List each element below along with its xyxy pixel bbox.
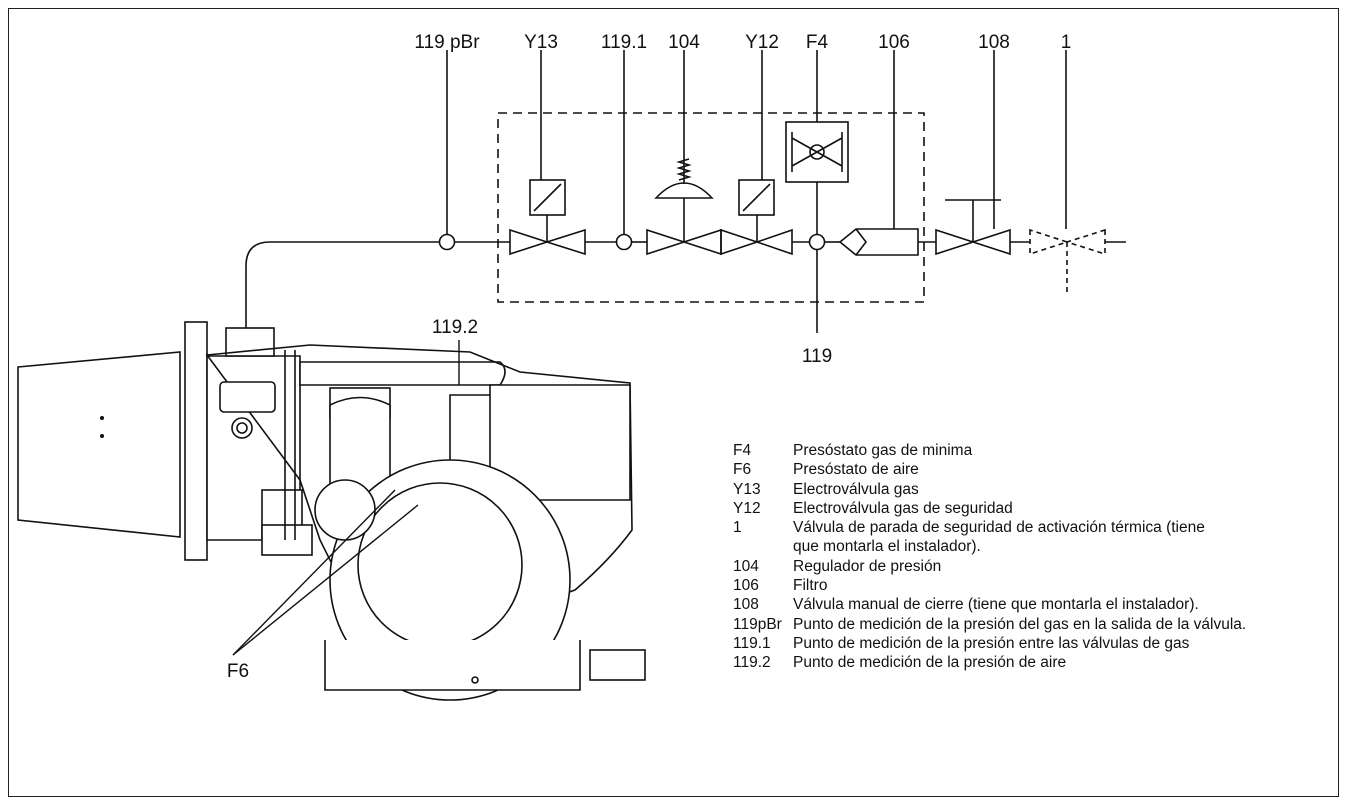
legend-row: Y12 Electroválvula gas de seguridad xyxy=(733,499,1348,518)
label-104: 104 xyxy=(668,32,700,53)
label-108: 108 xyxy=(978,32,1010,53)
burner-flange xyxy=(184,321,208,561)
legend-row: 119.2 Punto de medición de la presión de … xyxy=(733,653,1348,672)
legend-code: 119pBr xyxy=(733,615,782,633)
label-y12: Y12 xyxy=(745,32,779,53)
test-point-119-1 xyxy=(615,233,633,251)
legend-row: Y13 Electroválvula gas xyxy=(733,480,1348,499)
legend-code: 119.1 xyxy=(733,634,771,652)
legend-text: Punto de medición de la presión del gas … xyxy=(793,615,1247,633)
legend-code: 106 xyxy=(733,577,759,595)
legend-code: 104 xyxy=(733,557,759,575)
gas-pipe-to-burner xyxy=(245,241,440,337)
legend-code: 119.2 xyxy=(733,654,771,672)
legend-text: Regulador de presión xyxy=(793,557,942,575)
legend-text: Electroválvula gas de seguridad xyxy=(793,499,1013,517)
legend-row: F6 Presóstato de aire xyxy=(733,460,1348,479)
legend-text: Presóstato gas de minima xyxy=(793,442,973,459)
solenoid-valve-y13 xyxy=(509,179,586,256)
legend-text: Punto de medición de la presión entre la… xyxy=(793,634,1190,652)
label-119-2: 119.2 xyxy=(432,317,478,338)
legend-code: F4 xyxy=(733,442,752,459)
figure-frame xyxy=(8,8,1339,797)
burner-drawing xyxy=(17,321,646,701)
legend-row: 1 Válvula de parada de seguridad de activ… xyxy=(733,518,1348,557)
legend-text: Filtro xyxy=(793,577,828,595)
legend-text: Electroválvula gas xyxy=(793,480,919,498)
filter-106 xyxy=(838,228,919,256)
valve-block-outline xyxy=(497,112,925,303)
thermal-shutoff-valve-1 xyxy=(1029,228,1106,292)
legend-row: 106 Filtro xyxy=(733,576,1348,595)
legend-row: 119.1 Punto de medición de la presión ent… xyxy=(733,634,1348,653)
manual-valve-108 xyxy=(935,199,1011,256)
legend-code: Y12 xyxy=(733,499,761,517)
legend: F4 Presóstato gas de minima F6 Presóstato … xyxy=(733,441,1348,673)
legend-row: 108 Válvula manual de cierre (tiene que m… xyxy=(733,595,1348,614)
label-119pbr: 119 pBr xyxy=(414,32,480,53)
test-point-119pbr xyxy=(438,233,456,251)
label-1: 1 xyxy=(1061,32,1072,53)
legend-text: Válvula manual de cierre (tiene que mont… xyxy=(793,596,1199,614)
legend-text: Presóstato de aire xyxy=(793,461,919,479)
label-f6: F6 xyxy=(227,661,249,682)
legend-row: 119pBr Punto de medición de la presión de… xyxy=(733,615,1348,634)
label-106: 106 xyxy=(878,32,910,53)
legend-text: Punto de medición de la presión de aire xyxy=(793,654,1067,672)
burner-tube xyxy=(17,351,181,538)
label-119-1: 119.1 xyxy=(601,32,647,53)
test-point-119 xyxy=(808,233,826,251)
legend-code: Y13 xyxy=(733,480,761,498)
label-f4: F4 xyxy=(806,32,829,53)
legend-code: 1 xyxy=(733,519,742,537)
label-y13: Y13 xyxy=(524,32,558,53)
legend-row: 104 Regulador de presión xyxy=(733,557,1348,576)
label-119: 119 xyxy=(802,346,832,367)
legend-text: Válvula de parada de seguridad de activa… xyxy=(793,519,1205,556)
pressure-regulator-104 xyxy=(646,153,722,256)
legend-row: F4 Presóstato gas de minima xyxy=(733,441,1348,460)
solenoid-valve-y12 xyxy=(720,179,793,256)
fan-inlet xyxy=(357,482,523,648)
legend-code: 108 xyxy=(733,596,759,614)
legend-code: F6 xyxy=(733,461,752,479)
